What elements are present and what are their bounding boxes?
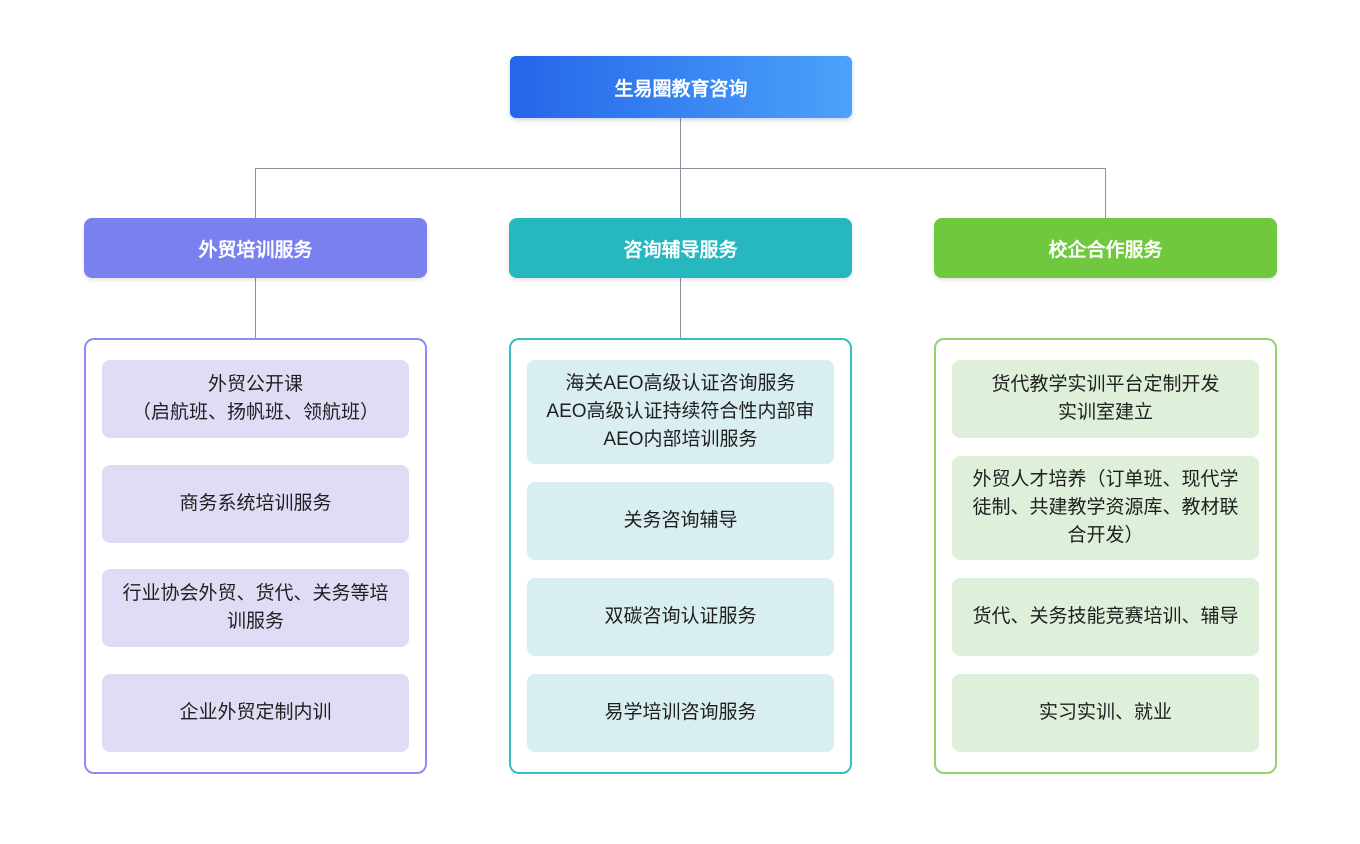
branch-items-container: 海关AEO高级认证咨询服务 AEO高级认证持续符合性内部审 AEO内部培训服务 … xyxy=(509,338,852,774)
branch-node-consulting: 咨询辅导服务 xyxy=(509,218,852,278)
root-node-label: 生易圈教育咨询 xyxy=(614,78,748,100)
item-card: 易学培训咨询服务 xyxy=(527,674,834,752)
item-card: 货代、关务技能竞赛培训、辅导 xyxy=(952,578,1259,656)
connector-branch3-down xyxy=(1105,168,1106,218)
branch-column-consulting: 咨询辅导服务 海关AEO高级认证咨询服务 AEO高级认证持续符合性内部审 AEO… xyxy=(509,218,852,774)
connector-branch1-down xyxy=(255,168,256,218)
branch-column-school-enterprise: 校企合作服务 货代教学实训平台定制开发 实训室建立 外贸人才培养（订单班、现代学… xyxy=(934,218,1277,774)
item-card: 行业协会外贸、货代、关务等培训服务 xyxy=(102,569,409,648)
branch-items-container: 货代教学实训平台定制开发 实训室建立 外贸人才培养（订单班、现代学徒制、共建教学… xyxy=(934,338,1277,774)
item-card: 双碳咨询认证服务 xyxy=(527,578,834,656)
branch-column-trade-training: 外贸培训服务 外贸公开课 （启航班、扬帆班、领航班） 商务系统培训服务 行业协会… xyxy=(84,218,427,774)
connector-branch2-down xyxy=(680,168,681,218)
item-card: 海关AEO高级认证咨询服务 AEO高级认证持续符合性内部审 AEO内部培训服务 xyxy=(527,360,834,464)
connector-container1-down xyxy=(255,278,256,338)
branch-node-trade-training: 外贸培训服务 xyxy=(84,218,427,278)
item-card: 外贸人才培养（订单班、现代学徒制、共建教学资源库、教材联合开发） xyxy=(952,456,1259,560)
root-node: 生易圈教育咨询 xyxy=(510,56,852,118)
branch-label: 咨询辅导服务 xyxy=(623,239,738,261)
item-card: 实习实训、就业 xyxy=(952,674,1259,752)
connector-root-down xyxy=(680,118,681,168)
item-card: 企业外贸定制内训 xyxy=(102,673,409,752)
branch-items-container: 外贸公开课 （启航班、扬帆班、领航班） 商务系统培训服务 行业协会外贸、货代、关… xyxy=(84,338,427,774)
item-card: 关务咨询辅导 xyxy=(527,482,834,560)
connector-container2-down xyxy=(680,278,681,338)
branch-label: 外贸培训服务 xyxy=(198,239,313,261)
item-card: 商务系统培训服务 xyxy=(102,464,409,543)
item-card: 外贸公开课 （启航班、扬帆班、领航班） xyxy=(102,360,409,438)
branch-node-school-enterprise: 校企合作服务 xyxy=(934,218,1277,278)
item-card: 货代教学实训平台定制开发 实训室建立 xyxy=(952,360,1259,438)
branch-label: 校企合作服务 xyxy=(1048,239,1163,261)
